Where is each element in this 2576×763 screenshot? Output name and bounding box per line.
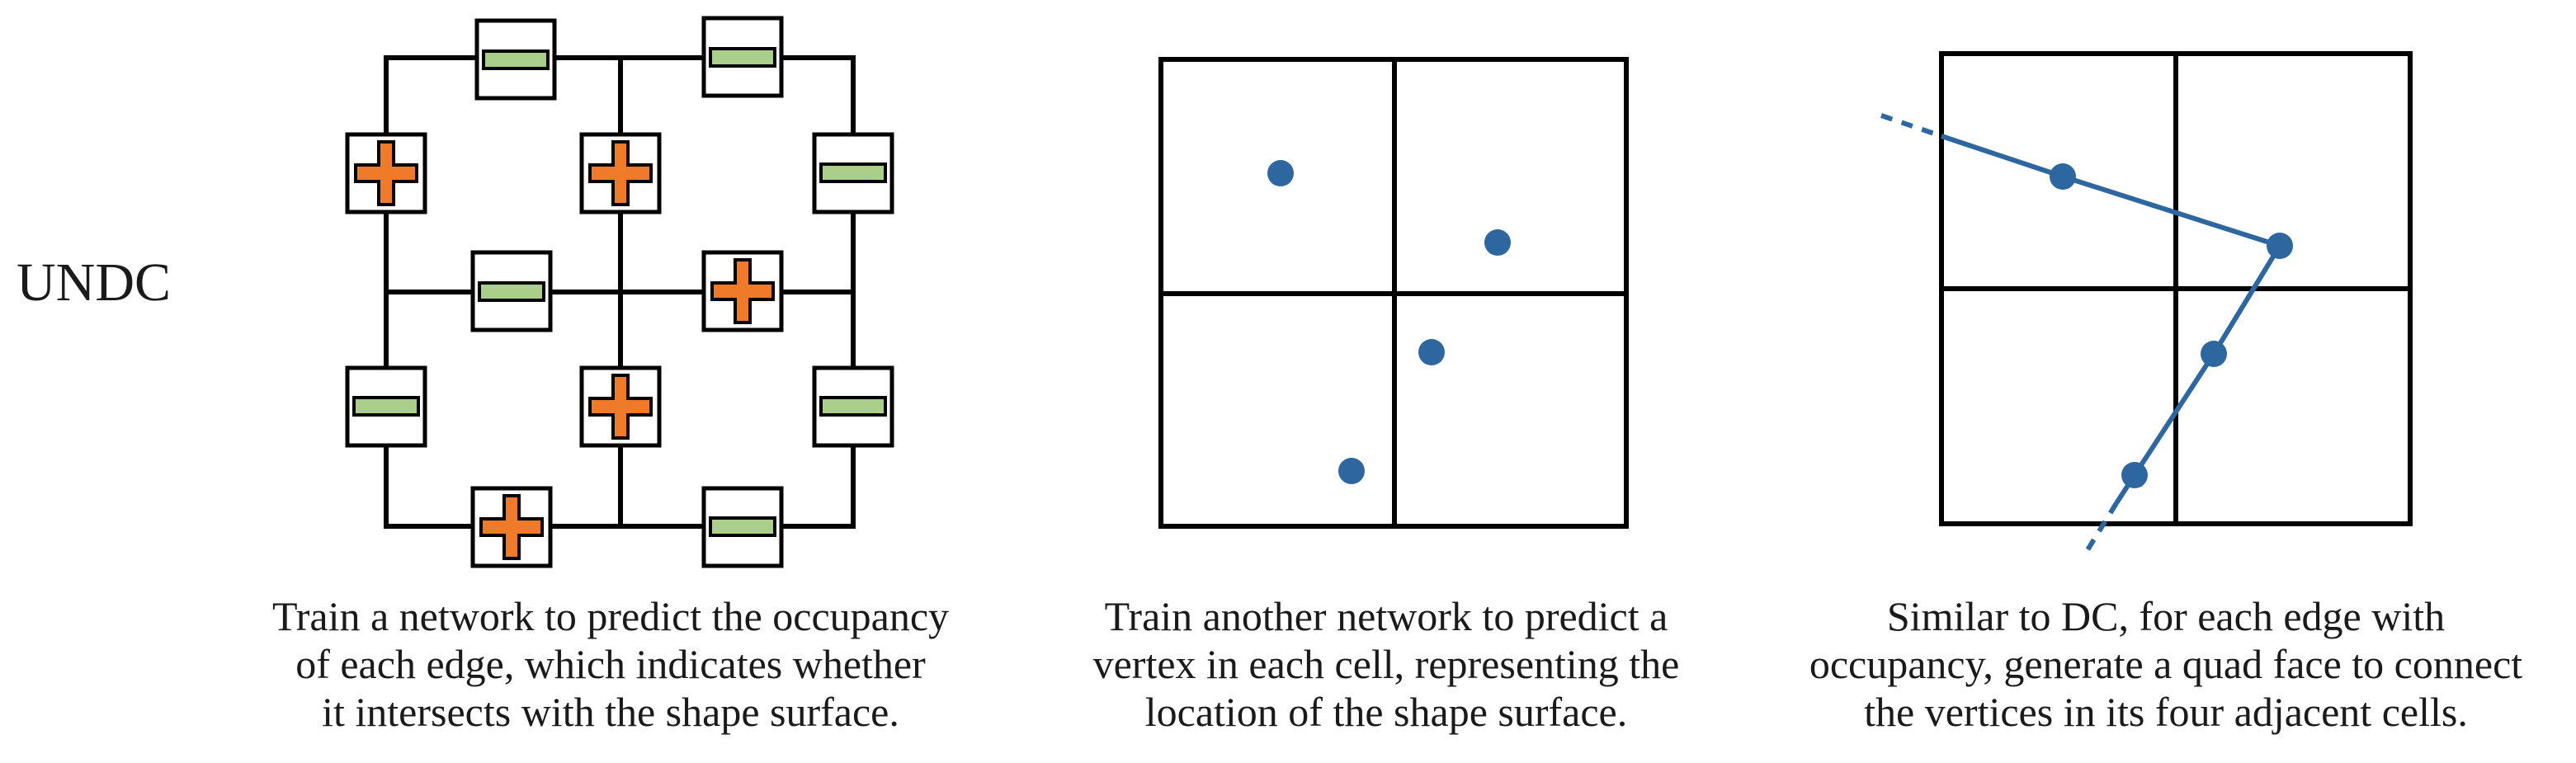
caption-line: location of the shape surface. [1144,689,1628,735]
minus-icon [819,396,887,417]
edge-badge-middle-right [701,250,784,332]
edge-badge-center-upper [579,132,662,214]
edge-badge-right-upper [812,132,894,214]
caption-line: the vertices in its four adjacent cells. [1864,689,2468,735]
edge-badge-top-right [701,16,784,98]
caption-line: Similar to DC, for each edge with [1886,593,2446,639]
minus-icon [819,162,887,183]
surface-extension-end [2083,502,2119,554]
minus-icon [709,516,776,537]
surface-segments [1941,134,2284,505]
surface-extension-start [1880,113,1942,139]
edge-badge-center-lower [579,365,662,448]
plus-icon [588,374,653,440]
vertex-top-right-cell [1484,229,1511,256]
surface-vertices [2050,163,2293,488]
plus-icon [710,258,775,324]
surface-vertex-4 [2121,462,2148,488]
row-label: UNDC [17,252,172,313]
vertex-grid-lines [1158,57,1629,529]
surface-vertex-3 [2201,341,2227,367]
surface-grid-lines [1939,51,2413,526]
edge-badge-right-lower [812,365,894,448]
minus-icon [478,281,545,302]
vertex-bottom-right-cell [1418,339,1445,365]
vertex-bottom-left-cell [1338,458,1365,484]
plus-icon [588,140,653,206]
minus-icon [709,47,776,68]
edge-badge-left-lower [345,365,427,448]
edge-badge-middle-left [470,250,553,332]
caption-quad-generation: Similar to DC, for each edge with occupa… [1766,592,2566,736]
occupancy-grid-panel [345,16,894,568]
edge-badge-bottom-left [470,486,553,568]
surface-grid-panel [1880,51,2413,554]
surface-vertex-2 [2267,233,2293,259]
edge-badge-top-left [474,18,557,101]
edge-badge-bottom-right [701,486,784,568]
caption-line: occupancy, generate a quad face to conne… [1809,641,2523,687]
caption-line: it intersects with the shape surface. [322,689,899,735]
caption-line: of each edge, which indicates whether [295,641,926,687]
predicted-vertices [1267,160,1511,484]
caption-edge-occupancy: Train a network to predict the occupancy… [215,592,1007,736]
caption-vertex-prediction: Train another network to predict a verte… [1023,592,1749,736]
minus-icon [482,49,550,70]
minus-icon [352,396,420,417]
caption-line: Train another network to predict a [1104,593,1668,639]
plus-icon [479,494,544,560]
edge-badge-left-upper [345,132,427,214]
caption-line: Train a network to predict the occupancy [271,593,950,639]
vertex-top-left-cell [1267,160,1294,186]
plus-icon [354,140,418,206]
surface-vertex-1 [2050,163,2076,190]
caption-line: vertex in each cell, representing the [1092,641,1680,687]
vertex-grid-panel [1158,57,1629,529]
